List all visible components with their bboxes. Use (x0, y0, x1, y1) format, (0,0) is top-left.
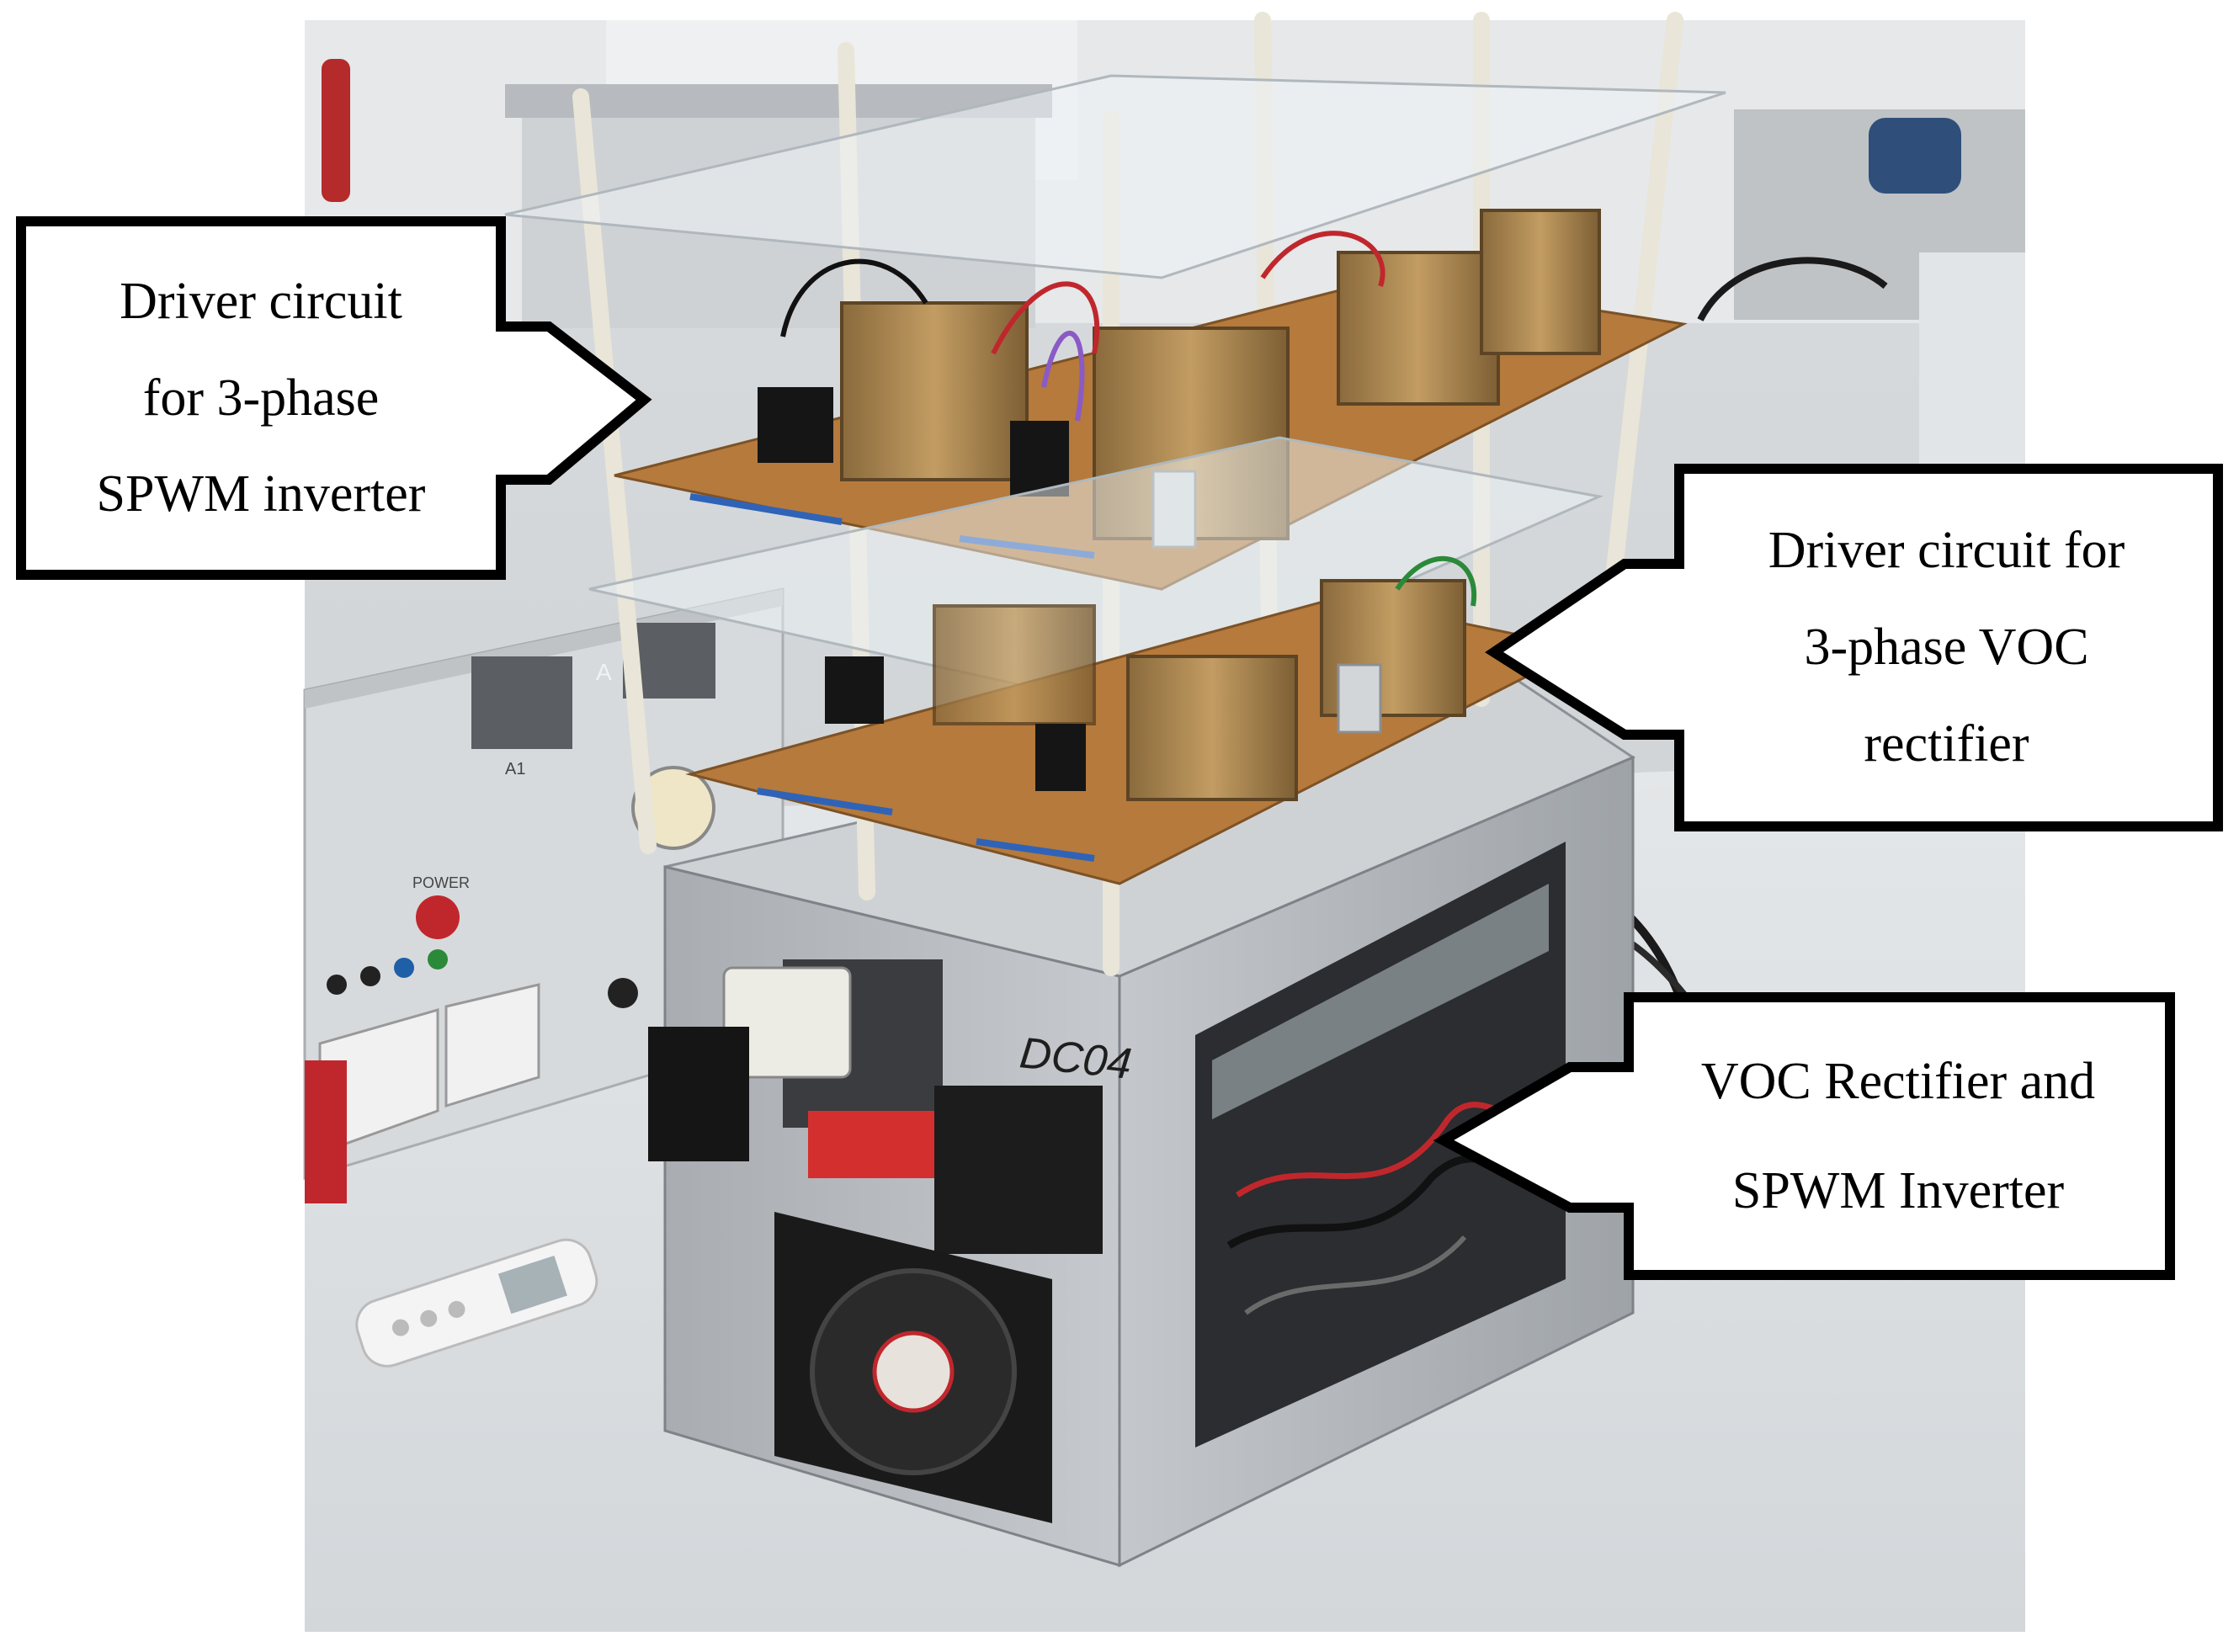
callout-driver-spwm-line1: Driver circuit (120, 272, 402, 330)
callout-driver-voc (1485, 464, 2223, 831)
channel-a1-label: A1 (505, 760, 525, 778)
callout-driver-spwm (16, 216, 652, 580)
callout-power-stage-text: VOC Rectifier and SPWM Inverter (1637, 1010, 2159, 1262)
lower-transformers (933, 579, 1466, 801)
callout-driver-spwm-line3: SPWM inverter (96, 465, 426, 523)
callout-driver-voc-line1: Driver circuit for (1768, 522, 2125, 580)
prototype-assembly: DC04 (504, 12, 1726, 1568)
callout-driver-spwm-text: Driver circuit for 3-phase SPWM inverter (34, 234, 488, 562)
callout-power-stage-line1: VOC Rectifier and (1700, 1052, 2096, 1110)
callout-power-stage (1433, 992, 2175, 1280)
lab-photo: A A1 POWER (303, 12, 2025, 1632)
power-label: POWER (412, 874, 470, 891)
callout-driver-voc-text: Driver circuit for 3-phase VOC rectifier (1688, 481, 2205, 814)
callout-power-stage-line2: SPWM Inverter (1731, 1162, 2065, 1219)
display-a-label: A (596, 659, 612, 685)
callout-driver-voc-line3: rectifier (1864, 714, 2029, 773)
upper-transformers (840, 209, 1601, 540)
cooling-fan (774, 1212, 1052, 1523)
chassis-marking: DC04 (1018, 1028, 1134, 1089)
callout-driver-voc-line2: 3-phase VOC (1804, 619, 2089, 677)
callout-driver-spwm-line2: for 3-phase (142, 369, 380, 427)
